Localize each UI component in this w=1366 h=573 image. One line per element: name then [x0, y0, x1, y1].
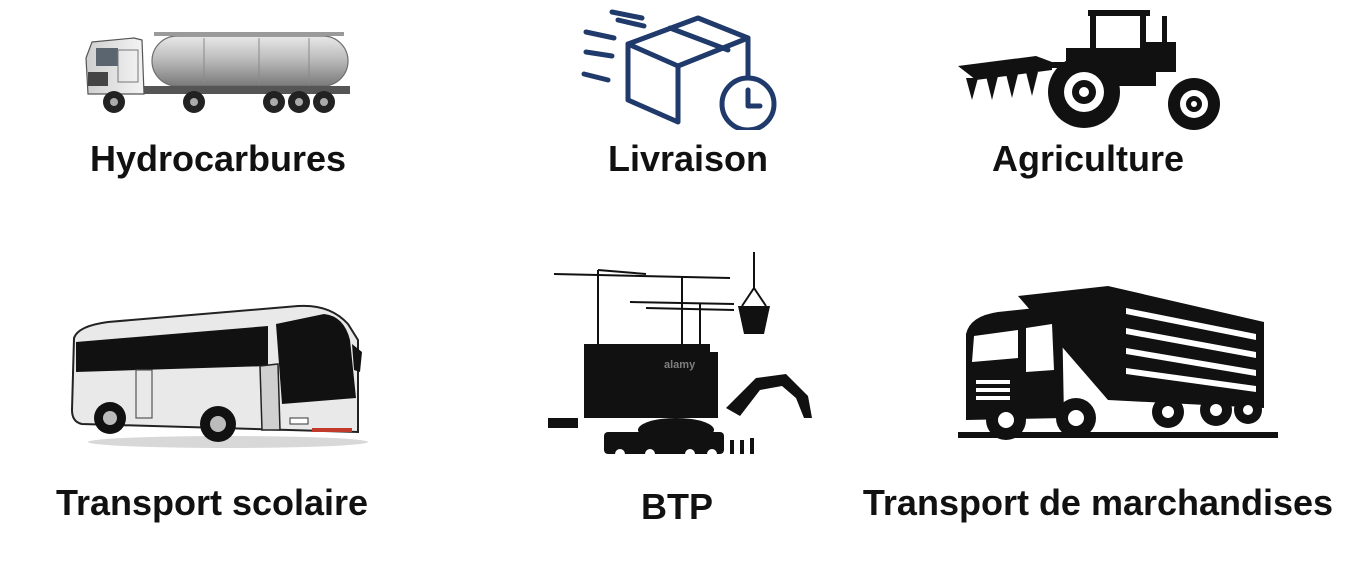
tractor-plow-icon: [956, 6, 1226, 132]
cargo-truck-icon: [958, 282, 1278, 444]
tile-label: Agriculture: [991, 138, 1185, 179]
tile-label: Hydrocarbures: [89, 138, 347, 179]
construction-site-icon: alamy: [546, 248, 818, 464]
tanker-truck-icon: [84, 28, 354, 120]
bus-icon: [68, 300, 368, 452]
delivery-box-clock-icon: [578, 4, 788, 130]
tile-label: Livraison: [607, 138, 769, 179]
tile-label: BTP: [641, 486, 713, 527]
tile-label: Transport scolaire: [55, 482, 369, 523]
watermark-text: alamy: [664, 359, 696, 371]
tile-label: Transport de marchandises: [862, 482, 1334, 523]
